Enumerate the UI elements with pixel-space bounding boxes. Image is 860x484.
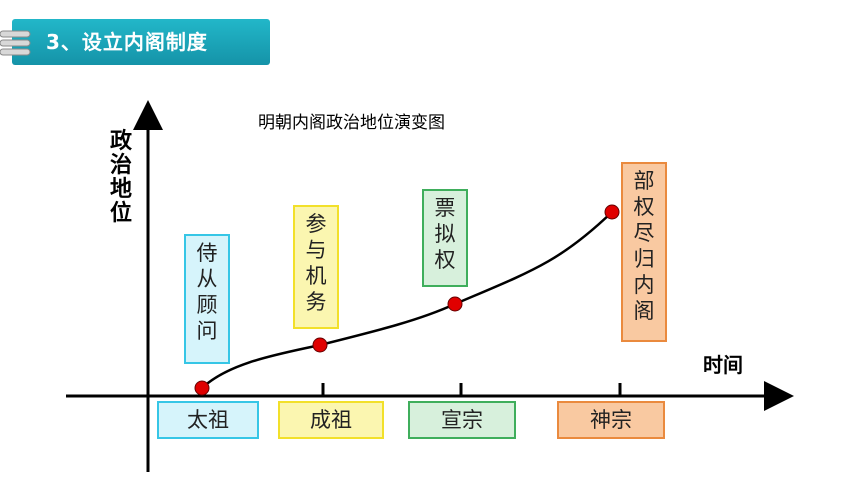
binder-rings-icon — [0, 30, 31, 56]
era-box-xuanzong: 宣宗 — [408, 401, 516, 439]
point-chengzu — [312, 337, 328, 353]
stage-box-full-power: 部权尽归内阁 — [621, 162, 667, 342]
point-xuanzong — [447, 296, 463, 312]
era-box-chengzu: 成祖 — [278, 401, 384, 439]
x-axis-label: 时间 — [703, 353, 743, 377]
stage-label-participate: 参与机务 — [305, 212, 327, 314]
stage-box-participate: 参与机务 — [293, 205, 339, 329]
era-label-chengzu: 成祖 — [310, 408, 352, 432]
section-title: 3、设立内阁制度 — [46, 30, 208, 54]
era-label-taizu: 太祖 — [187, 408, 229, 432]
y-axis-label: 政治地位 — [106, 130, 136, 226]
point-taizu — [194, 380, 210, 396]
stage-label-full-power: 部权尽归内阁 — [633, 169, 655, 323]
stage-label-advisor: 侍从顾问 — [196, 241, 218, 343]
diagram-title: 明朝内阁政治地位演变图 — [258, 113, 445, 133]
era-box-shenzong: 神宗 — [557, 401, 665, 439]
era-box-taizu: 太祖 — [157, 401, 259, 439]
section-title-bar — [12, 19, 270, 65]
era-label-shenzong: 神宗 — [590, 408, 632, 432]
point-shenzong — [604, 204, 620, 220]
status-curve — [201, 211, 613, 389]
stage-label-draft: 票拟权 — [434, 196, 456, 272]
y-axis-label-text: 政治地位 — [109, 129, 132, 226]
era-label-xuanzong: 宣宗 — [441, 408, 483, 432]
stage-box-advisor: 侍从顾问 — [184, 234, 230, 364]
stage-box-draft: 票拟权 — [422, 189, 468, 287]
